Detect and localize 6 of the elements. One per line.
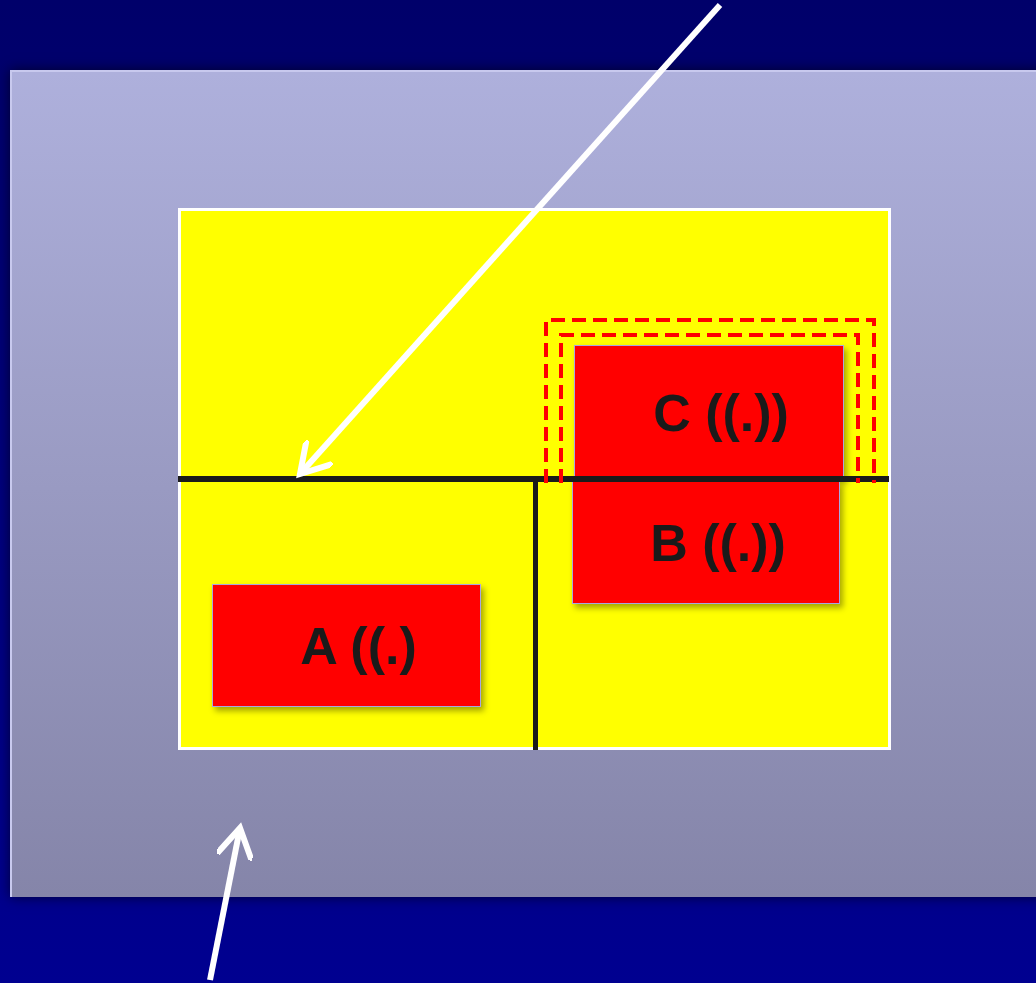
arrow bbox=[297, 3, 723, 477]
panel-background bbox=[10, 70, 1036, 897]
label-box bbox=[572, 481, 840, 604]
inner-area bbox=[178, 208, 891, 750]
label-box bbox=[212, 584, 481, 707]
arrow bbox=[207, 825, 255, 981]
